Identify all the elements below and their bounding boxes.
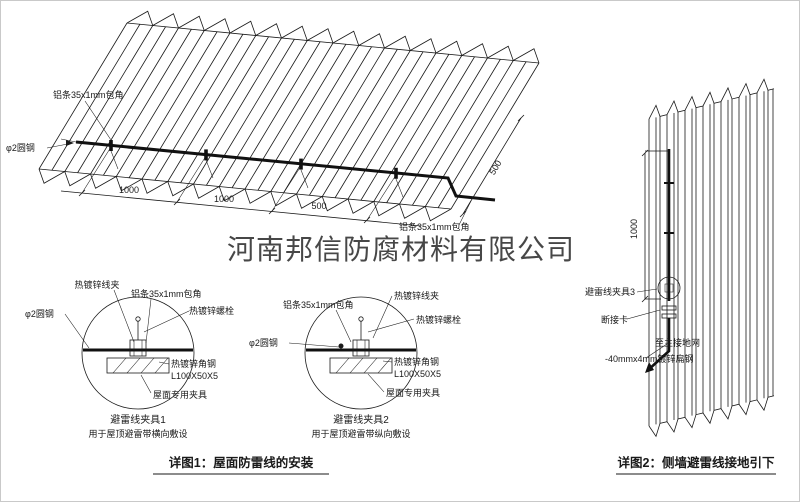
detail1-clamp-detail	[133, 340, 143, 356]
caption-detail2: 详图2：侧墙避雷线接地引下	[618, 455, 775, 470]
detail1-clamp-body	[129, 339, 147, 357]
detail1-circle	[81, 296, 195, 410]
detail1-angle-steel	[106, 357, 170, 374]
detail2-subtitle: 用于屋顶避雷带纵向敷设	[311, 428, 410, 439]
detail2-clamp-detail	[356, 340, 366, 356]
disconnect-card-upper	[661, 305, 677, 311]
wall-vertical-lines	[649, 89, 773, 426]
detail2-hatching	[335, 357, 392, 374]
detail1-leader-lines	[64, 289, 190, 394]
wall-dim-1000: 1000	[629, 219, 639, 239]
detail2-strip-label: 铝条35x1mm包角	[283, 299, 354, 310]
clamp3-body	[664, 283, 674, 293]
detail2-angle-spec-label: L100X50X5	[394, 369, 441, 379]
roof-ridge-lines	[39, 23, 539, 209]
wall-top-zigzag	[649, 77, 774, 119]
roof-strip-label-right: 铝条35x1mm包角	[399, 221, 470, 232]
roof-leader-lines	[46, 100, 472, 226]
wire-clamp	[299, 158, 303, 170]
detail2-bolt-label: 热镀锌螺栓	[416, 314, 461, 325]
detail2-angle-steel	[329, 357, 393, 374]
detail2-bolt-head	[358, 316, 364, 322]
clamp-support-feet	[110, 150, 404, 198]
detail-view-clamp1: 热镀锌线夹 铝条35x1mm包角 热镀锌螺栓 φ2圆钢 热镀锌角钢 L100X5…	[25, 279, 234, 439]
roof-corrugated-sheet	[31, 10, 547, 222]
detail1-clip-label: 热镀锌线夹	[74, 279, 119, 290]
detail2-rod-section	[338, 343, 344, 349]
detail2-rod-leader	[288, 342, 340, 348]
roof-dim-500: 500	[311, 201, 326, 211]
detail1-title: 避雷线夹具1	[110, 413, 166, 426]
detail1-subtitle: 用于屋顶避雷带横向敷设	[88, 428, 187, 439]
wire-clamp	[394, 167, 398, 179]
wall-leader-lines	[626, 288, 668, 359]
wall-dimension-ticks	[641, 149, 649, 303]
roof-dim-1000-b: 1000	[214, 194, 234, 204]
detail1-bolt-label: 热镀锌螺栓	[189, 305, 234, 316]
leader-arrowhead	[66, 140, 74, 146]
roof-near-edge-zigzag	[31, 169, 451, 222]
wall-flat-steel-label: -40mmx4mm镀锌扁钢	[605, 353, 694, 364]
roof-far-edge-zigzag	[127, 10, 547, 63]
detail1-angle-spec-label: L100X50X5	[171, 371, 218, 381]
wall-bottom-zigzag	[649, 396, 774, 438]
figure-captions: 详图1：屋面防雷线的安装 详图2：侧墙避雷线接地引下	[153, 455, 776, 475]
roof-strip-label-top: 铝条35x1mm包角	[53, 89, 124, 100]
wall-to-ground-label: 至主接地网	[655, 337, 700, 348]
detail1-hatching	[112, 357, 169, 374]
roof-dim-500-side: 500	[487, 158, 503, 176]
detail2-clip-label: 热镀锌线夹	[394, 290, 439, 301]
wall-corrugated-panel	[649, 77, 774, 438]
ground-conductor	[646, 318, 671, 372]
wire-clamp	[109, 140, 113, 151]
wall-dimension-line	[644, 150, 669, 300]
caption-detail1: 详图1：屋面防雷线的安装	[169, 455, 314, 470]
detail1-strip-label: 铝条35x1mm包角	[131, 288, 202, 299]
detail2-clamp-body	[352, 339, 370, 357]
company-watermark: 河南邦信防腐材料有限公司	[227, 234, 575, 265]
wire-clamps	[109, 140, 398, 179]
dimension-witness-lines	[81, 146, 397, 221]
detail1-fixture-label: 屋面专用夹具	[153, 389, 207, 400]
detail1-bolt-head	[135, 316, 141, 322]
detail2-rod-label: φ2圆钢	[249, 337, 278, 348]
detail1-rod-label: φ2圆钢	[25, 308, 54, 319]
detail2-leader-lines	[335, 295, 415, 393]
dimension-lines	[60, 117, 522, 227]
dimension-ticks	[78, 114, 525, 224]
detail2-title: 避雷线夹具2	[333, 413, 389, 426]
wall-down-lead-view: 1000 避雷线夹具3 断接卡 至主接地网 -40mmx4mm镀锌扁钢	[585, 77, 774, 438]
wire-clamp	[204, 149, 208, 161]
detail2-fixture-label: 屋面专用夹具	[386, 387, 440, 398]
wall-disconnect-label: 断接卡	[601, 314, 628, 325]
wall-clamp3-label: 避雷线夹具3	[585, 286, 635, 297]
clamp3-callout-circle	[657, 276, 681, 300]
roof-dim-1000-a: 1000	[119, 185, 139, 195]
detail2-circle	[304, 296, 418, 410]
detail-view-clamp2: 铝条35x1mm包角 热镀锌线夹 热镀锌螺栓 φ2圆钢 热镀锌角钢 L100X5…	[249, 290, 461, 439]
detail1-angle-label: 热镀锌角钢	[171, 358, 216, 369]
down-lead-clamps	[664, 182, 674, 234]
detail2-angle-label: 热镀锌角钢	[394, 356, 439, 367]
lightning-wire	[75, 140, 496, 202]
roof-isometric-view: 铝条35x1mm包角 φ2圆钢 铝条35x1mm包角 1000 1000 500…	[6, 10, 547, 232]
ground-arrowhead	[645, 362, 654, 373]
roof-rod-label: φ2圆钢	[6, 142, 35, 153]
